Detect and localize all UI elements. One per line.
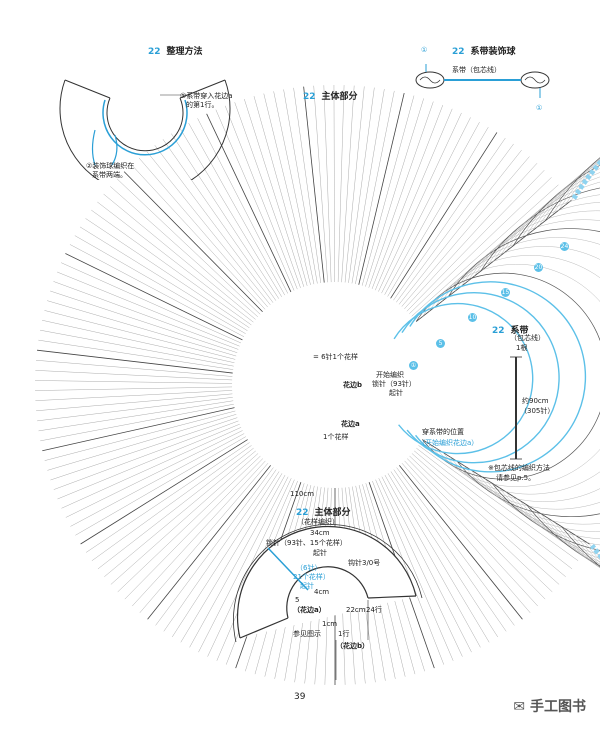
tie-count: 1根 bbox=[516, 344, 528, 352]
pompom-marker-right: ① bbox=[536, 104, 543, 112]
row-marker-15: 15 bbox=[501, 288, 510, 297]
tie-drawing bbox=[510, 356, 522, 460]
schematic-hook: 钩针3/0号 bbox=[348, 559, 381, 567]
tie-note-2: 请参见p.5。 bbox=[496, 474, 536, 482]
schematic-edge-a: （花边a） bbox=[293, 606, 326, 614]
page-number: 39 bbox=[294, 692, 306, 702]
tie-material: （包芯线） bbox=[510, 334, 545, 342]
row-marker-5: 5 bbox=[436, 339, 445, 348]
finishing-note-1b: 的第1行。 bbox=[186, 101, 219, 109]
tie-note-1: ※包芯线的编织方法 bbox=[488, 464, 550, 472]
schematic-drawing bbox=[233, 524, 423, 680]
finishing-note-2a: ②装饰球编织在 bbox=[86, 162, 135, 170]
finishing-note-1a: ①系带穿入花边a bbox=[180, 92, 233, 100]
schematic-blue-3: 起针 bbox=[300, 582, 314, 590]
repeat-label: = 6针1个花样 bbox=[313, 353, 358, 361]
row-marker-1: ① bbox=[409, 361, 418, 370]
schematic-edge-b: （花边b） bbox=[336, 642, 370, 650]
schematic-blue-2: 21个花样） bbox=[293, 573, 330, 581]
row-marker-24: 24 bbox=[560, 242, 569, 251]
watermark: ✉ 手工图书 bbox=[513, 699, 586, 715]
finishing-sketch bbox=[59, 79, 231, 180]
start-label-1: 开始编织 bbox=[376, 371, 404, 379]
pompom-sketch bbox=[415, 64, 550, 98]
edge-a-sub: 1个花样 bbox=[323, 433, 349, 441]
schematic-inner-len: 34cm bbox=[310, 529, 330, 537]
tie-position-label: 穿系带的位置 bbox=[422, 428, 464, 436]
finishing-note-2b: 系带两端。 bbox=[92, 171, 127, 179]
schematic-blue-1: （6针） bbox=[296, 564, 322, 572]
schematic-h4: 4cm bbox=[314, 588, 330, 596]
schematic-h5: 5 bbox=[295, 596, 300, 604]
fan-edge-b-lace bbox=[393, 281, 587, 473]
fan-row-rings bbox=[415, 157, 600, 569]
start-edge-a-label: （开始编织花边a） bbox=[418, 439, 479, 447]
start-label-3: 起针 bbox=[389, 389, 403, 397]
tie-stitches: （305针） bbox=[520, 407, 555, 415]
schematic-pattern: （花样编织） bbox=[297, 518, 339, 526]
edge-a-label: 花边a bbox=[341, 420, 360, 428]
tie-length: 约90cm bbox=[522, 397, 549, 405]
schematic-width: 110cm bbox=[290, 490, 315, 498]
row-marker-10: 10 bbox=[468, 313, 477, 322]
schematic-depth: 22cm bbox=[346, 606, 366, 614]
schematic-ref: 参见图示 bbox=[293, 630, 321, 638]
wechat-icon: ✉ bbox=[513, 699, 530, 715]
pompom-marker-left: ① bbox=[421, 46, 428, 54]
schematic-start: 起针 bbox=[313, 549, 327, 557]
schematic-rows24: 24行 bbox=[366, 606, 382, 614]
schematic-h1cm: 1cm bbox=[322, 620, 338, 628]
schematic-row1: 1行 bbox=[338, 630, 350, 638]
edge-b-label: 花边b bbox=[343, 381, 363, 389]
start-label-2: 锁针（93针） bbox=[372, 380, 416, 388]
row-marker-20: 20 bbox=[534, 263, 543, 272]
pompom-tie-label: 系带（包芯线） bbox=[452, 66, 501, 74]
schematic-chain: 锁针（93针、15个花样） bbox=[266, 539, 347, 547]
fan-outer-edge-a bbox=[571, 158, 600, 560]
